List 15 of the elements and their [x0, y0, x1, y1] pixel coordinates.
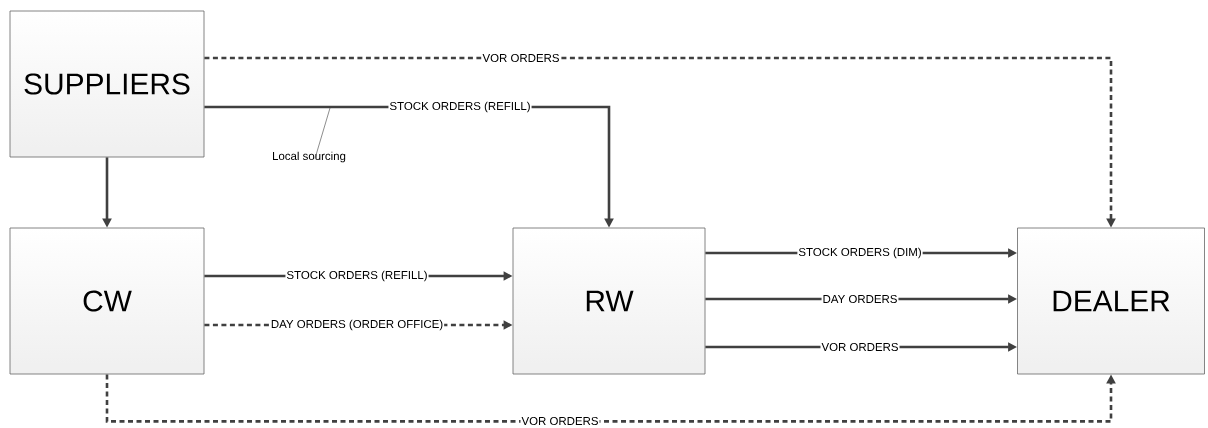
- arrow: [105, 374, 1116, 423]
- process-box: DEALER: [1017, 227, 1205, 375]
- edge-label: VOR ORDERS: [520, 415, 600, 427]
- edge-label: VOR ORDERS: [820, 341, 900, 353]
- leader-line: [314, 107, 331, 159]
- edge-label: STOCK ORDERS (REFILL): [388, 100, 532, 114]
- annotation-text: Local sourcing: [273, 151, 346, 163]
- edge-label: STOCK ORDERS (REFILL): [285, 269, 429, 283]
- edge-label: DAY ORDERS: [821, 293, 899, 305]
- edge-label: STOCK ORDERS (DIM): [797, 246, 923, 260]
- process-box: CW: [9, 227, 205, 375]
- process-box: SUPPLIERS: [9, 10, 205, 158]
- edge-label: DAY ORDERS (ORDER OFFICE): [269, 318, 445, 332]
- edge-label: VOR ORDERS: [481, 52, 561, 64]
- process-box: RW: [512, 227, 706, 375]
